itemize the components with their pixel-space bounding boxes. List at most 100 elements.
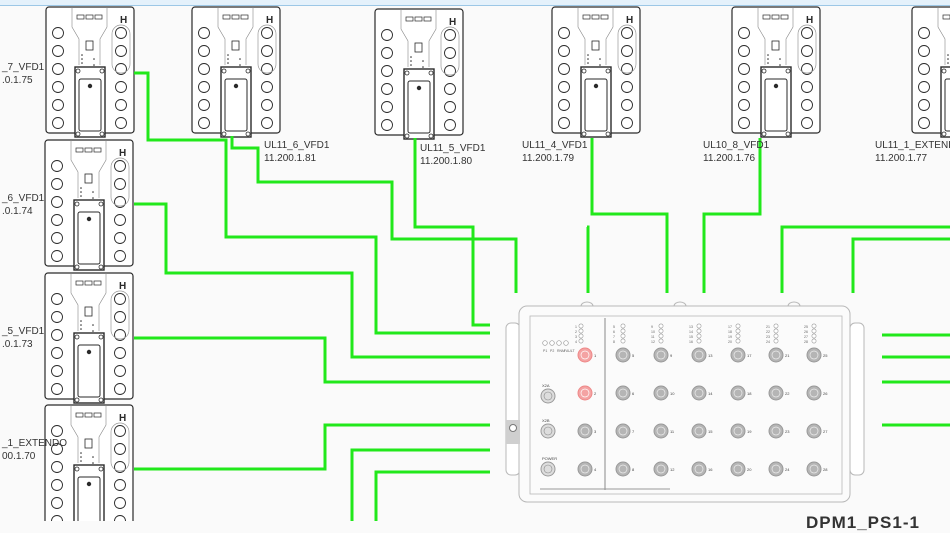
ethernet-port[interactable]: [653, 347, 669, 363]
io-port[interactable]: [51, 425, 63, 437]
ethernet-port[interactable]: [730, 347, 746, 363]
io-port[interactable]: [114, 178, 126, 190]
io-port[interactable]: [114, 250, 126, 262]
io-port[interactable]: [51, 443, 63, 455]
io-port[interactable]: [918, 27, 930, 39]
io-port[interactable]: [51, 347, 63, 359]
io-port[interactable]: [801, 99, 813, 111]
io-port[interactable]: [738, 117, 750, 129]
io-port[interactable]: [918, 81, 930, 93]
io-port[interactable]: [918, 99, 930, 111]
vfd-device[interactable]: H: [44, 139, 134, 271]
io-port[interactable]: [114, 293, 126, 305]
ethernet-port[interactable]: [615, 385, 631, 401]
device-label-ul11-6[interactable]: UL11_6_VFD1 11.200.1.81: [264, 139, 329, 165]
io-port[interactable]: [115, 45, 127, 57]
io-port[interactable]: [801, 117, 813, 129]
io-port[interactable]: [558, 117, 570, 129]
io-port[interactable]: [52, 117, 64, 129]
io-port[interactable]: [51, 461, 63, 473]
io-port[interactable]: [444, 65, 456, 77]
ethernet-cable[interactable]: [780, 225, 950, 293]
ethernet-cable[interactable]: [851, 237, 950, 293]
vfd-device[interactable]: H: [44, 272, 134, 404]
io-port[interactable]: [261, 27, 273, 39]
ethernet-port[interactable]: [653, 385, 669, 401]
ethernet-cable[interactable]: [134, 423, 490, 471]
io-port[interactable]: [444, 29, 456, 41]
io-port[interactable]: [115, 27, 127, 39]
ethernet-cable[interactable]: [134, 336, 490, 384]
vfd-device[interactable]: H: [731, 6, 821, 138]
io-port[interactable]: [381, 29, 393, 41]
io-port[interactable]: [114, 232, 126, 244]
ethernet-port[interactable]: [768, 347, 784, 363]
io-port[interactable]: [114, 214, 126, 226]
io-port[interactable]: [51, 250, 63, 262]
io-port[interactable]: [738, 27, 750, 39]
ethernet-port[interactable]: [806, 423, 822, 439]
device-label-ul11-4[interactable]: UL11_4_VFD1 11.200.1.79: [522, 139, 587, 165]
device-label-ul11-5[interactable]: UL11_5_VFD1 11.200.1.80: [420, 142, 485, 168]
io-port[interactable]: [738, 99, 750, 111]
io-port[interactable]: [621, 99, 633, 111]
io-port[interactable]: [51, 232, 63, 244]
device-label-ul10-8[interactable]: UL10_8_VFD1 11.200.1.76: [703, 139, 769, 165]
io-port[interactable]: [621, 45, 633, 57]
io-port[interactable]: [114, 443, 126, 455]
ethernet-port[interactable]: [653, 423, 669, 439]
io-port[interactable]: [51, 311, 63, 323]
ethernet-port[interactable]: [615, 423, 631, 439]
io-port[interactable]: [801, 81, 813, 93]
io-port[interactable]: [801, 27, 813, 39]
io-port[interactable]: [918, 63, 930, 75]
io-port[interactable]: [621, 63, 633, 75]
ethernet-port[interactable]: [577, 423, 593, 439]
io-port[interactable]: [114, 160, 126, 172]
device-label-ul11-5-left[interactable]: _5_VFD1 .0.1.73: [2, 325, 44, 351]
device-label-ul11-6-left[interactable]: _6_VFD1 .0.1.74: [2, 192, 44, 218]
ethernet-cable[interactable]: [413, 138, 490, 327]
io-port[interactable]: [51, 329, 63, 341]
ethernet-port[interactable]: [806, 385, 822, 401]
io-port[interactable]: [114, 479, 126, 491]
ethernet-port[interactable]: [615, 347, 631, 363]
io-port[interactable]: [381, 101, 393, 113]
io-port[interactable]: [621, 117, 633, 129]
io-port[interactable]: [114, 329, 126, 341]
io-port[interactable]: [558, 45, 570, 57]
ethernet-port[interactable]: [691, 347, 707, 363]
io-port[interactable]: [198, 81, 210, 93]
ethernet-cable[interactable]: [586, 225, 590, 293]
ethernet-port[interactable]: [768, 461, 784, 477]
vfd-device[interactable]: H: [374, 8, 464, 140]
vfd-device[interactable]: H: [911, 6, 950, 138]
io-port[interactable]: [558, 63, 570, 75]
ethernet-port[interactable]: [691, 385, 707, 401]
io-port[interactable]: [51, 383, 63, 395]
ethernet-cable[interactable]: [374, 470, 490, 521]
io-port[interactable]: [114, 515, 126, 522]
io-port[interactable]: [115, 117, 127, 129]
io-port[interactable]: [198, 63, 210, 75]
io-port[interactable]: [51, 479, 63, 491]
ethernet-port[interactable]: [615, 461, 631, 477]
io-port[interactable]: [198, 99, 210, 111]
io-port[interactable]: [114, 497, 126, 509]
ethernet-port[interactable]: [577, 461, 593, 477]
input-connector[interactable]: [540, 388, 556, 404]
io-port[interactable]: [52, 63, 64, 75]
io-port[interactable]: [738, 63, 750, 75]
ethernet-port[interactable]: [730, 461, 746, 477]
input-connector[interactable]: [540, 461, 556, 477]
ethernet-cable[interactable]: [350, 448, 490, 521]
io-port[interactable]: [52, 99, 64, 111]
vfd-device[interactable]: H: [45, 6, 135, 138]
io-port[interactable]: [621, 27, 633, 39]
io-port[interactable]: [51, 196, 63, 208]
vfd-device[interactable]: H: [551, 6, 641, 138]
io-port[interactable]: [381, 65, 393, 77]
io-port[interactable]: [114, 365, 126, 377]
device-label-ul10-1-extendo[interactable]: _1_EXTENDO 00.1.70: [2, 437, 67, 463]
